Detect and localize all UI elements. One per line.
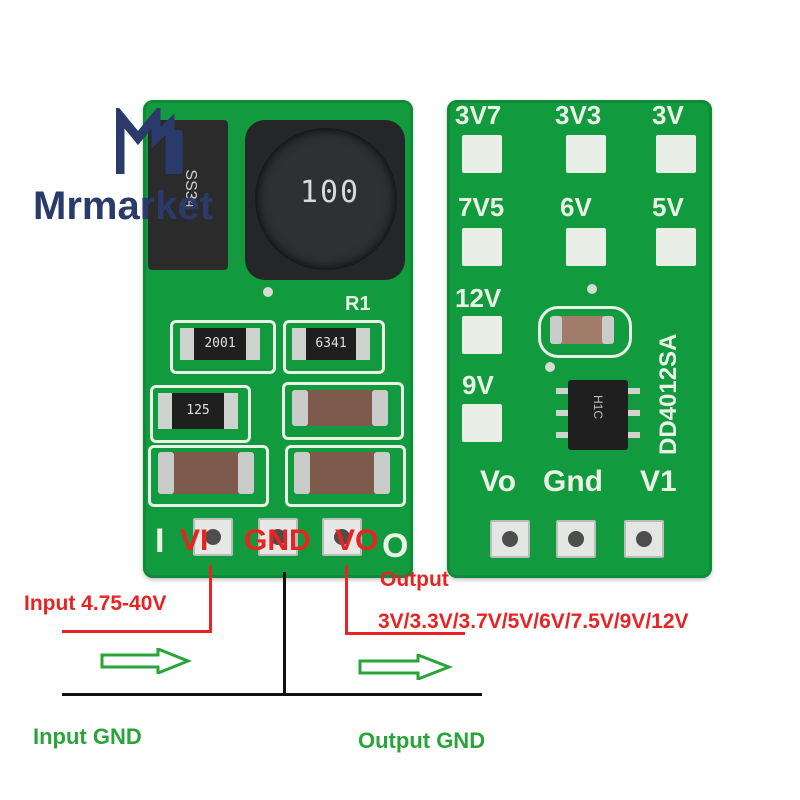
pad-label-9v: 9V xyxy=(462,370,494,400)
pin-label-vo: Vo xyxy=(480,465,517,498)
resistor-3-marking: 125 xyxy=(186,403,210,418)
input-wire xyxy=(62,630,212,633)
capacitor-3 xyxy=(294,452,390,494)
silk-input-marker: I xyxy=(155,522,165,560)
right-arrow-icon xyxy=(100,648,192,674)
solder-pad xyxy=(566,135,606,173)
board-id-label: DD4012SA xyxy=(655,333,682,455)
pin-label-v1: V1 xyxy=(640,465,677,498)
pad-label-6v: 6V xyxy=(560,192,592,222)
regulator-ic xyxy=(568,380,628,450)
output-values-label: 3V/3.3V/3.7V/5V/6V/7.5V/9V/12V xyxy=(378,610,689,633)
resistor-3: 125 xyxy=(158,393,238,429)
input-wire xyxy=(209,565,212,633)
pin-right-vo xyxy=(490,520,530,558)
solder-pad xyxy=(462,135,502,173)
silk-outline xyxy=(170,320,276,374)
ic-marking: H1C xyxy=(591,394,605,419)
silk-outline xyxy=(148,445,269,507)
ground-wire xyxy=(283,572,286,696)
resistor-ref-label: R1 xyxy=(345,293,371,315)
pin-right-v1 xyxy=(624,520,664,558)
via xyxy=(263,287,273,297)
pin-vi xyxy=(193,518,233,556)
solder-pad xyxy=(656,135,696,173)
silk-outline xyxy=(538,306,632,358)
right-arrow-icon xyxy=(358,654,453,680)
resistor-2-marking: 6341 xyxy=(315,336,347,351)
pin-gnd xyxy=(258,518,298,556)
ground-wire xyxy=(62,693,482,696)
pin-right-gnd xyxy=(556,520,596,558)
output-wire xyxy=(345,565,348,635)
ic-leg xyxy=(628,388,640,394)
inductor-core xyxy=(255,128,397,270)
capacitor-2 xyxy=(158,452,254,494)
pad-label-3v7: 3V7 xyxy=(455,100,502,130)
pin-label-gnd: Gnd xyxy=(543,465,603,498)
ic-leg xyxy=(556,388,568,394)
solder-pad xyxy=(462,404,502,442)
pad-label-7v5: 7V5 xyxy=(458,192,505,222)
pad-label-3v: 3V xyxy=(652,100,684,130)
input-range-label: Input 4.75-40V xyxy=(24,592,167,615)
solder-pad xyxy=(462,228,502,266)
via xyxy=(587,284,597,294)
silk-output-marker: O xyxy=(382,527,409,565)
via xyxy=(545,362,555,372)
solder-pad xyxy=(462,316,502,354)
input-gnd-label: Input GND xyxy=(33,724,142,749)
resistor-1-marking: 2001 xyxy=(204,336,236,351)
brand-logo-icon xyxy=(116,108,183,174)
solder-pad xyxy=(566,228,606,266)
resistor-1: 2001 xyxy=(180,328,260,360)
output-title-label: Output xyxy=(380,568,449,591)
ic-leg xyxy=(628,432,640,438)
label-gnd: GND xyxy=(244,524,311,557)
pin-vo xyxy=(322,518,362,556)
silk-outline xyxy=(282,382,404,440)
ic-leg xyxy=(628,410,640,416)
output-gnd-label: Output GND xyxy=(358,728,486,753)
solder-pad xyxy=(656,228,696,266)
label-vi: VI xyxy=(180,524,209,557)
pad-label-5v: 5V xyxy=(652,192,684,222)
label-vo: VO xyxy=(335,524,379,557)
silk-outline xyxy=(285,445,406,507)
brand-watermark: Mrmarket xyxy=(33,184,214,228)
resistor-2: 6341 xyxy=(292,328,370,360)
ic-leg xyxy=(556,410,568,416)
ic-leg xyxy=(556,432,568,438)
output-wire xyxy=(345,632,465,635)
pad-label-3v3: 3V3 xyxy=(555,100,602,130)
small-capacitor xyxy=(550,316,614,344)
pad-label-12v: 12V xyxy=(455,283,502,313)
diode-component xyxy=(148,120,228,270)
capacitor-1 xyxy=(292,390,388,426)
inductor-marking: 100 xyxy=(299,175,361,210)
silk-outline xyxy=(150,385,251,443)
silk-outline xyxy=(283,320,385,374)
